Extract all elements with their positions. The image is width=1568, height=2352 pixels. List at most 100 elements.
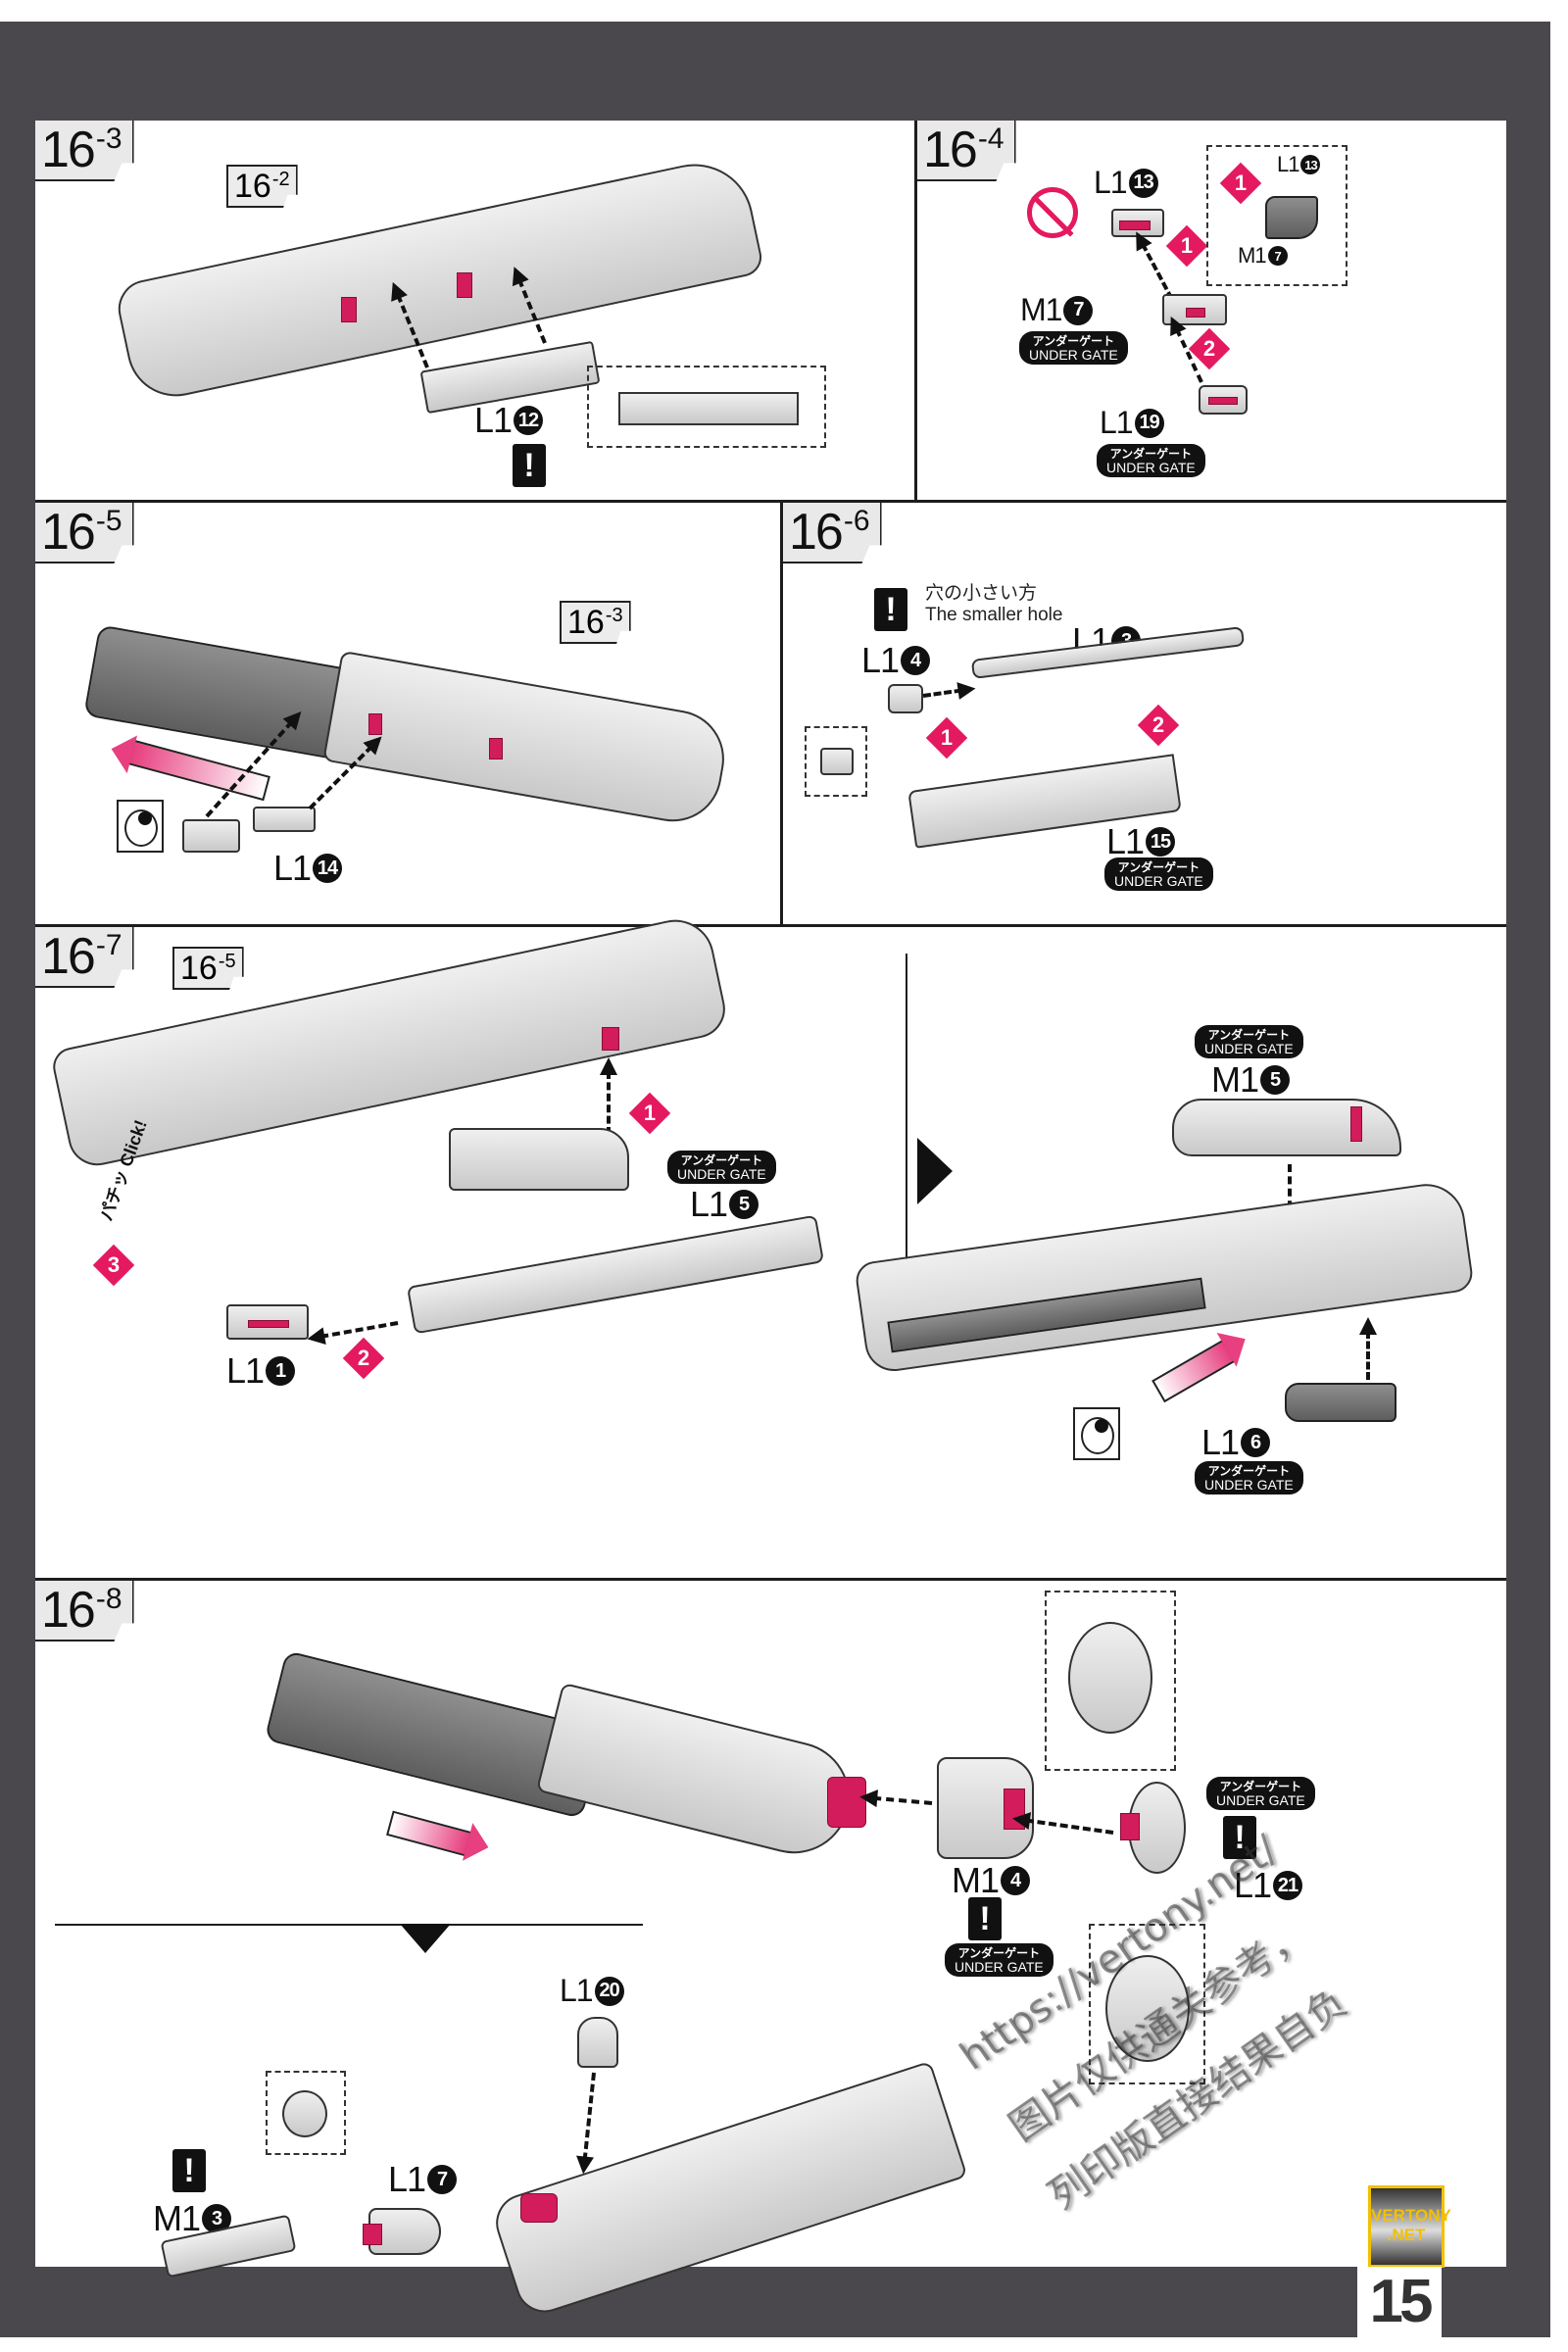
part-M1-5-drawing <box>1172 1099 1401 1156</box>
part-number: 1 <box>266 1356 296 1386</box>
step-major: 16 <box>41 1582 96 1639</box>
ref-minor: -5 <box>218 951 236 972</box>
under-gate-badge: アンダーゲート UNDER GATE <box>1195 1461 1303 1494</box>
rotate-direction-arrow <box>1152 1339 1236 1403</box>
part-number: 7 <box>1063 295 1094 325</box>
gate-en: UNDER GATE <box>1204 1041 1294 1056</box>
brand-line-1: VERTONY <box>1371 2206 1451 2225</box>
under-gate-badge: アンダーゲート UNDER GATE <box>1195 1025 1303 1058</box>
step-number: 16 -5 <box>35 503 134 564</box>
part-label-L1-15: L1 15 <box>1106 821 1176 862</box>
ref-minor: -2 <box>271 169 290 190</box>
brand-line-2: .NET <box>1387 2226 1426 2244</box>
part-label-L1-12: L1 12 <box>474 400 544 441</box>
part-label-L1-4: L1 4 <box>861 640 931 681</box>
under-gate-badge: アンダーゲート UNDER GATE <box>1104 858 1213 891</box>
assembled-weapon-drawing <box>854 1179 1475 1375</box>
inset-part-drawing <box>1265 196 1318 239</box>
part-M1-4-drawing <box>937 1757 1034 1859</box>
runner-code: L1 <box>226 1350 265 1391</box>
part-number: 14 <box>313 854 343 883</box>
part-number: 12 <box>514 406 544 435</box>
part-number: 5 <box>1260 1065 1291 1095</box>
slide-direction-arrow <box>386 1810 472 1857</box>
caution-icon: ! <box>1223 1816 1256 1859</box>
part-number: 7 <box>427 2165 458 2194</box>
part-L1-19-drawing <box>1199 385 1248 415</box>
caution-icon: ! <box>513 444 546 487</box>
part-L1-14-drawing <box>253 807 316 832</box>
insert-arrow <box>922 688 962 698</box>
insert-arrow <box>582 2072 596 2161</box>
part-L1-12-detail <box>618 392 799 425</box>
row-divider <box>35 924 1506 927</box>
reference-step-tag: 16 -3 <box>560 601 631 644</box>
part-label-M1-4: M1 4 <box>952 1860 1031 1901</box>
part-number: 20 <box>594 1976 624 2006</box>
part-label-L1-14: L1 14 <box>273 848 343 889</box>
step-minor: -8 <box>95 1583 122 1615</box>
click-jp: パチッ <box>96 1166 133 1224</box>
ref-major: 16 <box>234 168 271 205</box>
peg-marker <box>520 2193 558 2223</box>
order-marker-1: 1 <box>925 716 968 760</box>
gate-en: UNDER GATE <box>677 1166 766 1182</box>
under-gate-badge: アンダーゲート UNDER GATE <box>1019 331 1128 365</box>
step-number: 16 -8 <box>35 1581 134 1642</box>
runner-code: L1 <box>1201 1422 1240 1462</box>
part-L1-7-drawing <box>363 2208 441 2255</box>
weapon-assembly-drawing <box>535 1682 862 1866</box>
order-number: 3 <box>107 1252 121 1277</box>
step-minor: -7 <box>95 929 122 961</box>
part-number: 19 <box>1134 408 1164 438</box>
peg-marker <box>363 2224 382 2245</box>
gate-jp: アンダーゲート <box>1117 860 1200 874</box>
insert-arrow <box>319 1321 399 1339</box>
part-label-L1-13: L1 13 <box>1094 165 1158 201</box>
order-marker-1: 1 <box>1165 224 1208 268</box>
part-number: 6 <box>1241 1428 1271 1457</box>
runner-code: L1 <box>1234 1865 1272 1905</box>
peg-marker <box>602 1027 619 1051</box>
caution-icon: ! <box>874 588 907 631</box>
gate-jp: アンダーゲート <box>1219 1780 1302 1793</box>
column-divider <box>914 121 917 503</box>
step-16-7: 16 -7 16 -5 1 アンダーゲート UNDER GATE L1 5 パチ… <box>35 912 1506 1578</box>
insert-arrow <box>607 1071 611 1135</box>
next-stage-arrow <box>400 1924 451 1953</box>
barrel-subassembly-drawing <box>406 1214 825 1335</box>
under-gate-badge: アンダーゲート UNDER GATE <box>1206 1777 1315 1810</box>
gate-jp: アンダーゲート <box>680 1153 763 1167</box>
peg-marker <box>1119 220 1151 230</box>
step-number: 16 -4 <box>917 121 1016 181</box>
gate-jp: アンダーゲート <box>957 1946 1041 1960</box>
runner-code: M1 <box>1020 292 1062 327</box>
weapon-assembly-drawing <box>49 912 731 1171</box>
step-number: 16 -7 <box>35 927 134 988</box>
part-label-M1-7: M1 7 <box>1020 292 1094 328</box>
order-marker-2: 2 <box>342 1337 385 1380</box>
peg-marker <box>248 1320 289 1328</box>
ref-minor: -3 <box>605 605 623 626</box>
runner-code: M1 <box>952 1860 1000 1900</box>
column-divider <box>780 500 783 927</box>
caution-icon: ! <box>172 2149 206 2192</box>
order-number: 2 <box>1152 712 1165 737</box>
note-smaller-hole: 穴の小さい方 The smaller hole <box>925 583 1062 626</box>
step-minor: -4 <box>977 122 1004 155</box>
runner-code: L1 <box>560 1973 594 2008</box>
part-number: 4 <box>1001 1866 1031 1895</box>
step-16-5: 16 -5 16 -3 L1 14 <box>35 503 780 924</box>
step-16-3: 16 -3 16 -2 L1 12 ! <box>35 121 914 500</box>
part-label-L1-19: L1 19 <box>1100 405 1164 441</box>
under-gate-badge: アンダーゲート UNDER GATE <box>945 1943 1054 1977</box>
gate-jp: アンダーゲート <box>1207 1028 1291 1042</box>
step-minor: -5 <box>95 505 122 537</box>
ring-part-front-view <box>1068 1622 1152 1734</box>
runner-code: M1 <box>153 2198 201 2238</box>
gate-jp: アンダーゲート <box>1032 334 1115 348</box>
step-16-8: 16 -8 M1 4 ! アンダーゲート UNDER GATE アンダーゲート … <box>35 1581 1506 2321</box>
step-major: 16 <box>923 122 978 178</box>
substage-divider <box>55 1924 643 1926</box>
part-drawing <box>182 819 240 853</box>
